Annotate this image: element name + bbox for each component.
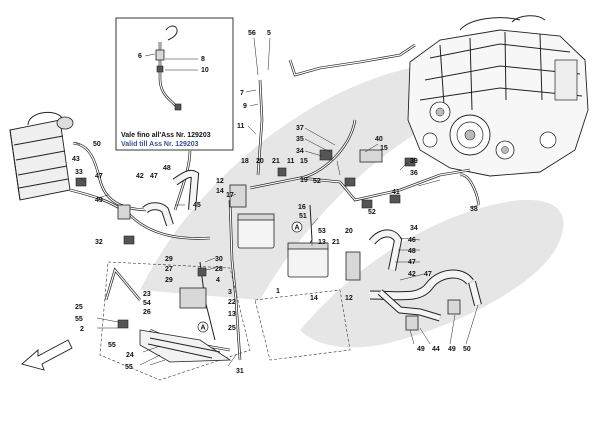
callout-56: 56 (248, 30, 256, 37)
callout-16: 16 (298, 204, 306, 211)
callout-47: 47 (95, 173, 103, 180)
callout-33: 33 (75, 169, 83, 176)
callout-55: 55 (125, 364, 133, 371)
callout-28: 28 (215, 266, 223, 273)
callout-labels: 56 5 7 9 11 37 35 34 40 15 50 43 33 47 4… (72, 30, 478, 375)
callout-47: 47 (408, 259, 416, 266)
callout-9: 9 (243, 103, 247, 110)
callout-54: 54 (143, 300, 151, 307)
callout-42: 42 (136, 173, 144, 180)
coolant-hoses (142, 169, 482, 322)
callout-42: 42 (408, 271, 416, 278)
callout-18: 18 (241, 158, 249, 165)
callout-24: 24 (126, 352, 134, 359)
marker-a-upper: A (295, 225, 300, 232)
callout-55: 55 (75, 316, 83, 323)
callout-47: 47 (150, 173, 158, 180)
callout-43: 43 (72, 156, 80, 163)
callout-26: 26 (143, 309, 151, 316)
inset-detail: 6 8 10 Vale fino all'Ass Nr. 129203 Vali… (115, 17, 234, 151)
callout-31: 31 (236, 368, 244, 375)
callout-13: 13 (228, 311, 236, 318)
callout-15: 15 (300, 158, 308, 165)
callout-53: 53 (318, 228, 326, 235)
callout-37: 37 (296, 125, 304, 132)
callout-52: 52 (313, 178, 321, 185)
callout-47: 47 (424, 271, 432, 278)
inset-validity-note-it: Vale fino all'Ass Nr. 129203 (121, 132, 211, 139)
engine-block (407, 15, 589, 177)
callout-12: 12 (216, 178, 224, 185)
callout-29: 29 (165, 277, 173, 284)
callout-50: 50 (93, 141, 101, 148)
callout-46: 46 (408, 237, 416, 244)
callout-17: 17 (226, 192, 234, 199)
callout-22: 22 (228, 299, 236, 306)
callout-13: 13 (318, 239, 326, 246)
callout-19: 19 (300, 177, 308, 184)
callout-14: 14 (216, 188, 224, 195)
callout-11: 11 (287, 158, 295, 165)
inset-validity-note-en: Valid till Ass Nr. 129203 (121, 141, 199, 148)
callout-25: 25 (75, 304, 83, 311)
leader-lines (73, 37, 479, 367)
marker-a-lower: A (201, 325, 206, 332)
callout-3: 3 (228, 289, 232, 296)
callout-15: 15 (380, 145, 388, 152)
callout-1: 1 (276, 288, 280, 295)
callout-29: 29 (165, 256, 173, 263)
callout-14: 14 (310, 295, 318, 302)
callout-40: 40 (375, 136, 383, 143)
callout-4: 4 (216, 277, 220, 284)
callout-5: 5 (267, 30, 271, 37)
callout-44: 44 (432, 346, 440, 353)
callout-49: 49 (448, 346, 456, 353)
callout-45: 45 (193, 202, 201, 209)
callout-21: 21 (272, 158, 280, 165)
direction-arrow (21, 339, 73, 371)
callout-27: 27 (165, 266, 173, 273)
callout-39: 39 (410, 158, 418, 165)
callout-51: 51 (299, 213, 307, 220)
callout-35: 35 (296, 136, 304, 143)
callout-25: 25 (228, 325, 236, 332)
callout-30: 30 (215, 256, 223, 263)
callout-36: 36 (410, 170, 418, 177)
callout-55: 55 (108, 342, 116, 349)
callout-23: 23 (143, 291, 151, 298)
callout-49: 49 (95, 197, 103, 204)
callout-48: 48 (408, 248, 416, 255)
callout-34: 34 (296, 148, 304, 155)
callout-32: 32 (95, 239, 103, 246)
callout-34: 34 (410, 225, 418, 232)
callout-12: 12 (345, 295, 353, 302)
reference-markers: A A (197, 221, 303, 333)
callout-50: 50 (463, 346, 471, 353)
callout-20: 20 (345, 228, 353, 235)
callout-49: 49 (417, 346, 425, 353)
callout-7: 7 (240, 90, 244, 97)
heat-exchanger (9, 111, 74, 201)
callout-21: 21 (332, 239, 340, 246)
callout-2: 2 (80, 326, 84, 333)
inset-callout-6: 6 (138, 53, 142, 60)
inset-callout-10: 10 (201, 67, 209, 74)
inset-callout-8: 8 (201, 56, 205, 63)
callout-52: 52 (368, 209, 376, 216)
callout-11: 11 (237, 123, 245, 130)
callout-20: 20 (256, 158, 264, 165)
callout-48: 48 (163, 165, 171, 172)
callout-38: 38 (470, 206, 478, 213)
callout-41: 41 (392, 189, 400, 196)
